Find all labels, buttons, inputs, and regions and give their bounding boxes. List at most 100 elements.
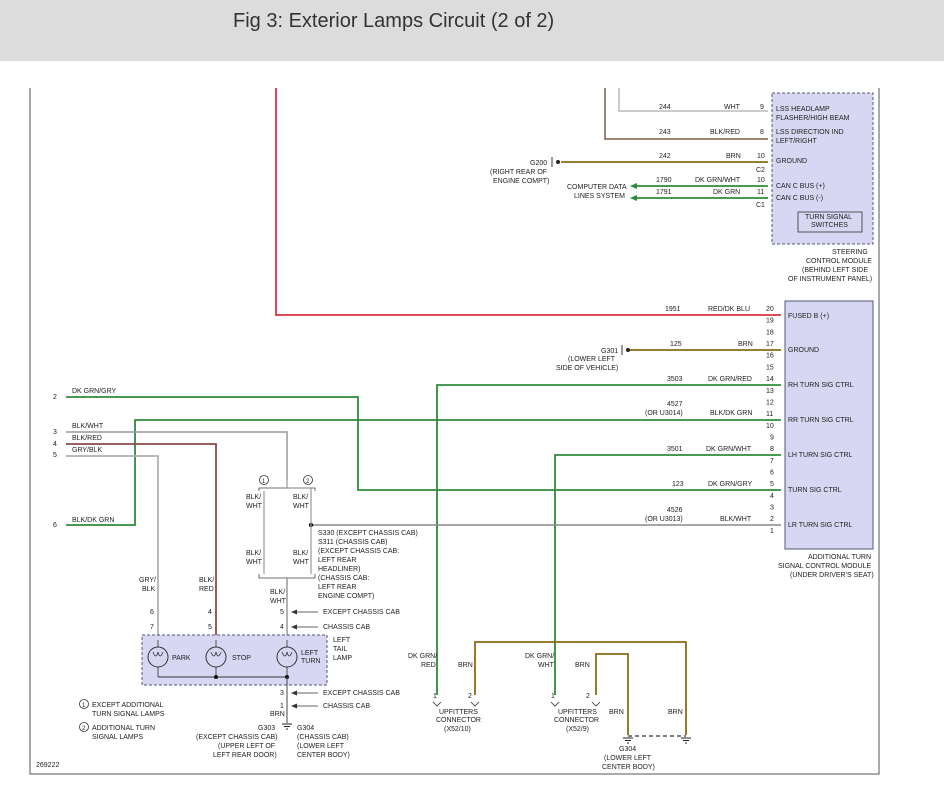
upfit1-name-1: UPFITTERS: [439, 709, 478, 716]
opt1-blkwht-d: WHT: [246, 559, 263, 566]
upfit2-w1b: WHT: [538, 662, 555, 669]
legend-2-line-2: SIGNAL LAMPS: [92, 734, 143, 741]
g200-terminal: [556, 160, 560, 164]
atscm-pin-18: 18: [766, 329, 774, 336]
atscm-func-lr: LR TURN SIG CTRL: [788, 522, 853, 529]
atscm-pin-11: 11: [766, 411, 773, 418]
opt1-blkwht-c: BLK/: [246, 550, 261, 557]
atscm-circ-4526: 4526: [667, 507, 683, 514]
upfit-brn-2: BRN: [668, 709, 683, 716]
g200-label: G200: [530, 160, 547, 167]
lamp-ground-node-1: [214, 675, 218, 679]
upfit1-name-2: CONNECTOR: [436, 717, 481, 724]
page-title: Fig 3: Exterior Lamps Circuit (2 of 2): [233, 10, 555, 32]
left-wire-blkred: BLK/RED: [72, 435, 102, 442]
except-cc-label-1: EXCEPT CHASSIS CAB: [323, 609, 400, 616]
wire-left-blkwht: [66, 431, 288, 480]
wire-4527-blkdkgrn: [66, 419, 781, 526]
option-2-circle: [303, 475, 313, 485]
atscm-col-3501: DK GRN/WHT: [706, 446, 752, 453]
lamp-name-3: LAMP: [333, 655, 352, 662]
splice-note-1: S330 (EXCEPT CHASSIS CAB): [318, 530, 418, 537]
legend-2-line-1: ADDITIONAL TURN: [92, 725, 155, 732]
upfit2-w2: BRN: [575, 662, 590, 669]
opt2-blkwht-c: BLK/: [293, 550, 308, 557]
scm-func-1b: FLASHER/HIGH BEAM: [776, 115, 850, 122]
turn-signal-switches-label-2: SWITCHES: [811, 222, 848, 229]
left-num-3: 3: [53, 429, 57, 436]
left-num-2: 2: [53, 394, 57, 401]
scm-circ-1790: 1790: [656, 177, 672, 184]
upfit1-p1: 1: [433, 693, 437, 700]
atscm-circ-1951: 1951: [665, 306, 681, 313]
atscm-circ-3503: 3503: [667, 376, 683, 383]
upfit1-name-3: (X52/10): [444, 726, 471, 733]
legend-1-num: 1: [82, 703, 86, 709]
atscm-col-123: DK GRN/GRY: [708, 481, 753, 488]
left-wire-grybrk: GRY/BLK: [72, 447, 103, 454]
left-num-6: 6: [53, 522, 57, 529]
lamp-pin-3: 3: [280, 690, 284, 697]
atscm-circ-3501: 3501: [667, 446, 683, 453]
atscm-func-turn: TURN SIG CTRL: [788, 487, 842, 494]
g200-note-1: (RIGHT REAR OF: [490, 169, 547, 176]
scm-pin-8: 8: [760, 129, 764, 136]
g304-note-1: (LOWER LEFT: [604, 755, 652, 762]
atscm-name-2: SIGNAL CONTROL MODULE: [778, 563, 872, 570]
diagram-frame: [29, 88, 880, 775]
lamp-pin-5: 5: [280, 609, 284, 616]
scm-func-2a: LSS DIRECTION IND: [776, 129, 844, 136]
option-2-num: 2: [306, 479, 310, 485]
arrow-cc-head: [291, 624, 297, 630]
atscm-circ-123: 123: [672, 481, 684, 488]
turn-signal-switches-box: [797, 211, 863, 233]
lamp-feed-blkwht-b: WHT: [270, 598, 287, 605]
g304-lamp-note-2: (LOWER LEFT: [297, 743, 345, 750]
scm-pin-11: 11: [757, 189, 764, 196]
atscm-pin-16: 16: [766, 353, 774, 360]
atscm-name-3: (UNDER DRIVER'S SEAT): [790, 572, 874, 579]
atscm-pin-17: 17: [766, 341, 774, 348]
atscm-func-lh: LH TURN SIG CTRL: [788, 452, 853, 459]
arrow-cc-2-head: [291, 703, 297, 709]
scm-name-4: OF INSTRUMENT PANEL): [788, 276, 872, 283]
cdl-label-2: LINES SYSTEM: [574, 193, 625, 200]
scm-pin-10: 10: [757, 153, 765, 160]
upfit2-connector-icon: [550, 701, 601, 707]
diagram-id: 269222: [36, 762, 59, 769]
atscm-pin-4: 4: [770, 493, 774, 500]
scm-name-1: STEERING: [832, 249, 868, 256]
option-1-circle: [259, 475, 269, 485]
g301-note-2: SIDE OF VEHICLE): [556, 365, 618, 372]
atscm-func-ground: GROUND: [788, 347, 819, 354]
atscm-pin-13: 13: [766, 388, 774, 395]
arrow-1790: [630, 183, 637, 189]
g303-note-1: (EXCEPT CHASSIS CAB): [196, 734, 278, 741]
scm-circ-1791: 1791: [656, 189, 672, 196]
cc-label-1: CHASSIS CAB: [323, 624, 370, 631]
left-num-4: 4: [53, 441, 57, 448]
scm-func-1a: LSS HEADLAMP: [776, 106, 830, 113]
upfit2-name-2: CONNECTOR: [554, 717, 599, 724]
upfit2-p2: 2: [586, 693, 590, 700]
lamp-pin-4: 4: [208, 609, 212, 616]
turn-signal-switches-label: TURN SIGNAL: [805, 214, 852, 221]
cdl-label-1: COMPUTER DATA: [567, 184, 627, 191]
left-wire-dkgrngry: DK GRN/GRY: [72, 388, 117, 395]
scm-name-2: CONTROL MODULE: [806, 258, 872, 265]
g303-ground-icon: [282, 723, 292, 730]
lamp-pin-5b: 5: [208, 624, 212, 631]
except-cc-label-2: EXCEPT CHASSIS CAB: [323, 690, 400, 697]
g301-terminal: [626, 348, 630, 352]
left-wire-blkwht: BLK/WHT: [72, 423, 104, 430]
opt2-blkwht-d: WHT: [293, 559, 310, 566]
upfit1-w2: BRN: [458, 662, 473, 669]
upfit1-w1a: DK GRN/: [408, 653, 437, 660]
lamp-name-1: LEFT: [333, 637, 351, 644]
atscm-pin-12: 12: [766, 399, 774, 406]
lamp-pin-7: 7: [150, 624, 154, 631]
g304-note-2: CENTER BODY): [602, 764, 655, 771]
splice-note-3: (EXCEPT CHASSIS CAB:: [318, 548, 399, 555]
header-bar: Fig 3: Exterior Lamps Circuit (2 of 2): [0, 0, 944, 61]
wire-upfit1-brn: [474, 641, 687, 735]
